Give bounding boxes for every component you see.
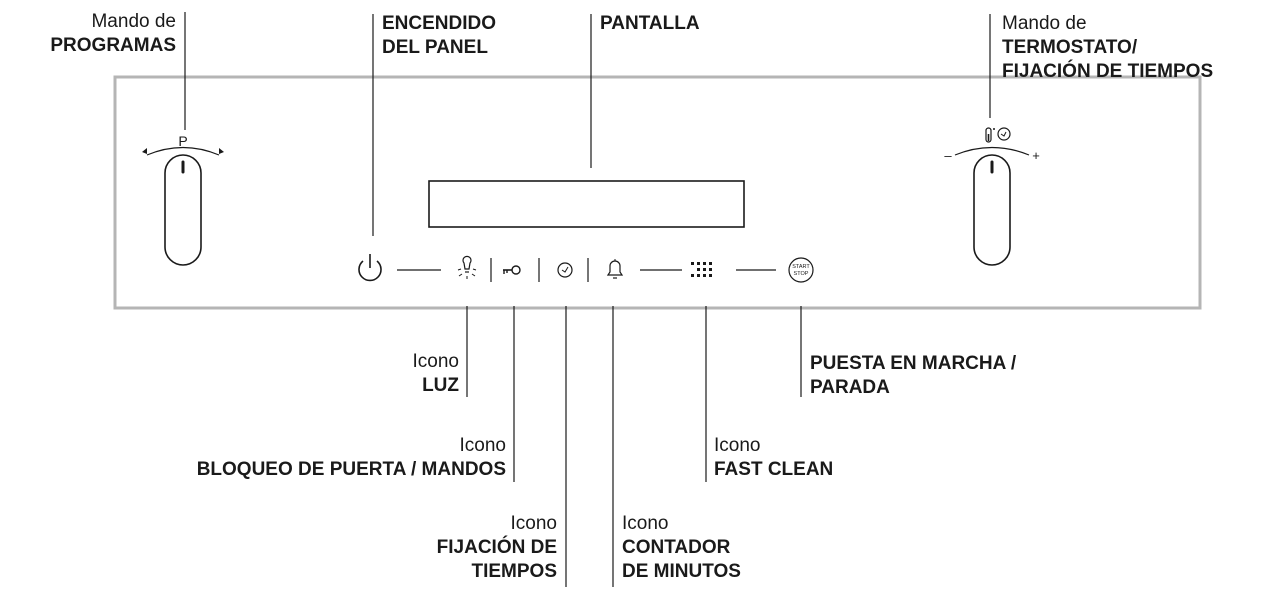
label-line: Icono: [714, 435, 761, 456]
label-bloqueo: Icono BLOQUEO DE PUERTA / MANDOS: [197, 434, 506, 482]
label-line: TERMOSTATO/: [1002, 37, 1138, 58]
start-text: START: [792, 264, 810, 270]
arrow-right-icon: [219, 148, 224, 154]
label-line: Mando de: [1002, 13, 1087, 34]
label-line: TIEMPOS: [471, 561, 557, 582]
knob-arc: [954, 146, 1030, 156]
knob-body: [973, 154, 1011, 266]
label-line: CONTADOR: [622, 537, 731, 558]
label-line: Icono: [622, 513, 669, 534]
program-knob[interactable]: P: [142, 133, 224, 266]
clock-icon: [997, 127, 1011, 141]
label-line: FIJACIÓN DE: [436, 537, 557, 558]
label-line: Icono: [412, 351, 459, 372]
knob-body: [164, 154, 202, 266]
label-encendido: ENCENDIDO DEL PANEL: [382, 12, 496, 60]
label-line: Icono: [459, 435, 506, 456]
label-line: PUESTA EN MARCHA /: [810, 353, 1017, 374]
fast-clean-icon[interactable]: [691, 262, 712, 277]
label-contador: Icono CONTADOR DE MINUTOS: [622, 512, 741, 584]
label-line: BLOQUEO DE PUERTA / MANDOS: [196, 459, 506, 480]
knob-plus: +: [1032, 148, 1040, 163]
label-line: ENCENDIDO: [382, 13, 497, 34]
clock-icon[interactable]: [557, 262, 573, 278]
label-fastclean: Icono FAST CLEAN: [714, 434, 833, 482]
display-screen: [428, 180, 745, 228]
label-line: Mando de: [91, 11, 176, 32]
knob-minus: –: [944, 148, 952, 163]
bell-icon[interactable]: [606, 259, 624, 279]
label-puesta: PUESTA EN MARCHA / PARADA: [810, 352, 1016, 400]
label-line: DEL PANEL: [382, 37, 488, 58]
label-line: FIJACIÓN DE TIEMPOS: [1002, 61, 1214, 82]
label-pantalla: PANTALLA: [600, 12, 700, 36]
label-line: FAST CLEAN: [714, 459, 834, 480]
label-line: LUZ: [422, 375, 459, 396]
label-line: DE MINUTOS: [622, 561, 741, 582]
thermostat-knob[interactable]: – +: [944, 127, 1040, 266]
stop-text: STOP: [794, 271, 809, 277]
key-icon[interactable]: [503, 265, 521, 275]
label-line: PROGRAMAS: [50, 35, 176, 56]
knob-arc: [146, 146, 220, 156]
thermometer-icon: [985, 127, 995, 143]
start-stop-icon[interactable]: START STOP: [788, 257, 814, 283]
control-panel-frame: [113, 75, 1202, 310]
label-termostato: Mando de TERMOSTATO/ FIJACIÓN DE TIEMPOS: [1002, 12, 1213, 84]
leader-lines: [184, 12, 991, 587]
label-line: PANTALLA: [600, 13, 700, 34]
label-line: Icono: [510, 513, 557, 534]
light-icon[interactable]: [457, 255, 477, 279]
label-luz: Icono LUZ: [413, 350, 459, 398]
arrow-left-icon: [142, 148, 147, 154]
label-fijacion: Icono FIJACIÓN DE TIEMPOS: [437, 512, 557, 584]
label-line: PARADA: [810, 377, 890, 398]
knob-mark-p: P: [178, 133, 187, 149]
power-icon[interactable]: [358, 254, 382, 282]
label-programas: Mando de PROGRAMAS: [50, 10, 176, 58]
